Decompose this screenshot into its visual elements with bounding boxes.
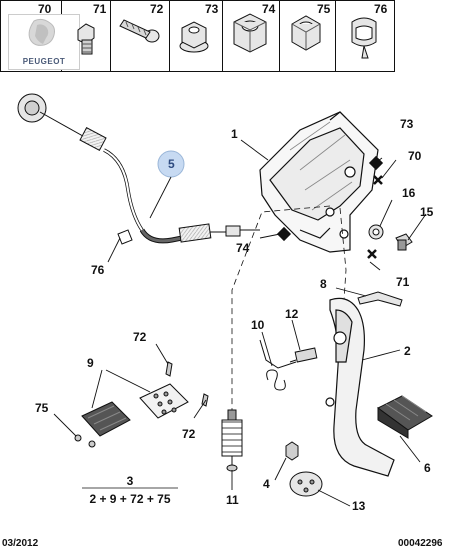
bushing-16[interactable] bbox=[368, 224, 384, 240]
callout-12: 12 bbox=[285, 307, 299, 321]
cable-clip-icon bbox=[351, 17, 377, 59]
bolt-71-marker[interactable] bbox=[367, 249, 377, 259]
nut-4[interactable] bbox=[285, 441, 299, 461]
spacer-12[interactable] bbox=[289, 347, 318, 363]
hex-nut-icon bbox=[233, 13, 267, 53]
callout-1: 1 bbox=[231, 127, 238, 141]
switch-15[interactable] bbox=[395, 233, 413, 251]
callout-76: 76 bbox=[91, 263, 105, 277]
header-number-72: 72 bbox=[150, 2, 164, 16]
kit-formula: 2 + 9 + 72 + 75 bbox=[89, 492, 171, 506]
kit-number: 3 bbox=[126, 474, 134, 488]
callout-15: 15 bbox=[420, 205, 434, 219]
callout-72-upper: 72 bbox=[133, 330, 147, 344]
return-spring-10[interactable] bbox=[259, 339, 297, 391]
callout-6: 6 bbox=[424, 461, 431, 475]
callout-72-lower: 72 bbox=[182, 427, 196, 441]
callout-9: 9 bbox=[87, 356, 94, 370]
screw-icon bbox=[119, 19, 160, 43]
brand-logo: PEUGEOT bbox=[8, 14, 80, 70]
header-number-74: 74 bbox=[262, 2, 276, 16]
callout-16: 16 bbox=[402, 186, 416, 200]
nut-75[interactable] bbox=[74, 434, 96, 448]
cable-clip-76[interactable] bbox=[117, 229, 133, 245]
header-number-73: 73 bbox=[205, 2, 219, 16]
footer-date: 03/2012 bbox=[2, 538, 39, 549]
callout-8: 8 bbox=[320, 277, 327, 291]
flange-bolt-icon bbox=[77, 23, 95, 55]
leader-lines bbox=[53, 139, 427, 507]
callout-2: 2 bbox=[404, 344, 411, 358]
footer-reference: 00042296 bbox=[398, 538, 443, 549]
bolt-70-marker[interactable] bbox=[373, 175, 383, 185]
cover-13[interactable] bbox=[289, 471, 323, 497]
header-cell-72[interactable] bbox=[110, 0, 170, 72]
pedal-pad-6[interactable] bbox=[377, 395, 433, 439]
callout-74: 74 bbox=[236, 241, 250, 255]
header-number-70: 70 bbox=[38, 2, 52, 16]
pedal-clip-8[interactable] bbox=[357, 291, 403, 307]
callout-71: 71 bbox=[396, 275, 410, 289]
lion-icon bbox=[28, 18, 55, 46]
nut-74-marker[interactable] bbox=[276, 226, 292, 242]
screw-72-upper[interactable] bbox=[165, 361, 173, 377]
flange-nut-icon bbox=[179, 21, 209, 53]
callout-75: 75 bbox=[35, 401, 49, 415]
callout-4: 4 bbox=[263, 477, 270, 491]
cap-nut-icon bbox=[291, 15, 321, 51]
header-number-76: 76 bbox=[374, 2, 388, 16]
callout-5: 5 bbox=[168, 157, 175, 171]
callout-11: 11 bbox=[226, 493, 239, 507]
callout-70: 70 bbox=[408, 149, 422, 163]
pedal-pad-kit-9[interactable] bbox=[81, 383, 189, 437]
brand-name: PEUGEOT bbox=[22, 57, 66, 66]
callout-73: 73 bbox=[400, 117, 414, 131]
assembly-axis bbox=[231, 205, 331, 420]
clutch-cable[interactable] bbox=[17, 93, 260, 244]
assist-spring-11[interactable] bbox=[221, 409, 243, 472]
pedal-bracket[interactable] bbox=[259, 111, 379, 253]
header-number-71: 71 bbox=[93, 2, 107, 16]
clutch-pedal[interactable] bbox=[325, 297, 395, 477]
callout-13: 13 bbox=[352, 499, 366, 513]
header-number-75: 75 bbox=[317, 2, 331, 16]
callout-10: 10 bbox=[251, 318, 265, 332]
